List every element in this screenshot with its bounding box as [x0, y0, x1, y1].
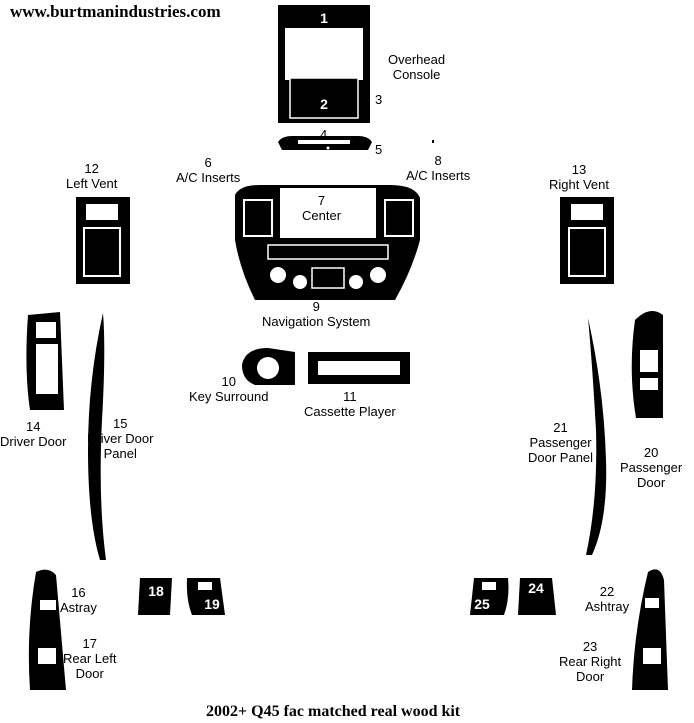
label-part-5: 5 [375, 142, 383, 157]
part-1-overhead-console-top: 1 2 [278, 5, 370, 123]
part-15-driver-door-panel [88, 313, 106, 560]
part-20-passenger-door [631, 311, 663, 418]
label-part-3: 3 [375, 92, 383, 107]
part-11-cassette-player [308, 352, 410, 384]
part-21-passenger-door-panel [586, 318, 607, 555]
part-22-23-rear-right-door [632, 569, 668, 690]
part-number-25: 25 [474, 596, 490, 612]
part-25: 25 [470, 578, 509, 615]
part-19: 19 [186, 578, 225, 615]
part-number-2: 2 [320, 96, 328, 112]
part-24: 24 [518, 578, 556, 615]
part-12-left-vent [76, 197, 130, 284]
part-18: 18 [138, 578, 172, 615]
part-number-24: 24 [528, 580, 544, 596]
part-number-19: 19 [204, 596, 220, 612]
part-number-1: 1 [320, 10, 328, 26]
part-10-key-surround [242, 348, 295, 385]
part-13-right-vent [560, 197, 614, 284]
site-url[interactable]: www.burtmanindustries.com [10, 2, 221, 21]
part-7-center-console [235, 185, 420, 300]
part-number-18: 18 [148, 583, 164, 599]
part-14-driver-door [26, 312, 64, 410]
part-16-17-rear-left-door [28, 569, 66, 690]
label-part-4: 4 [320, 127, 328, 142]
part-4-5-overhead-trim [278, 136, 372, 150]
footer-title: 2002+ Q45 fac matched real wood kit [206, 703, 461, 720]
